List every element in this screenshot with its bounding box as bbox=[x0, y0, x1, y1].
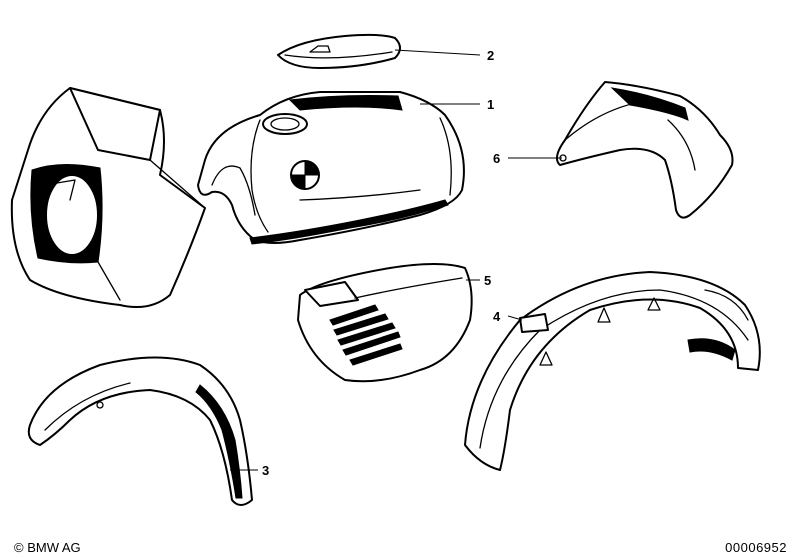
callout-1: 1 bbox=[487, 97, 494, 112]
callout-5: 5 bbox=[484, 273, 491, 288]
part-rear-fender bbox=[464, 271, 761, 471]
part-side-cover bbox=[297, 263, 473, 383]
callout-3: 3 bbox=[262, 463, 269, 478]
part-fuel-tank bbox=[197, 91, 465, 245]
part-headlight-fairing bbox=[10, 87, 206, 308]
part-tail-section bbox=[555, 81, 734, 219]
callout-2: 2 bbox=[487, 48, 494, 63]
part-tank-pad bbox=[277, 33, 401, 69]
document-number: 00006952 bbox=[725, 540, 787, 555]
callout-4: 4 bbox=[493, 309, 501, 324]
vent-slots-icon bbox=[329, 304, 403, 366]
copyright-notice: © BMW AG bbox=[14, 540, 81, 555]
callout-6: 6 bbox=[493, 151, 500, 166]
part-front-fender bbox=[27, 356, 253, 506]
leader-lines bbox=[230, 49, 562, 471]
